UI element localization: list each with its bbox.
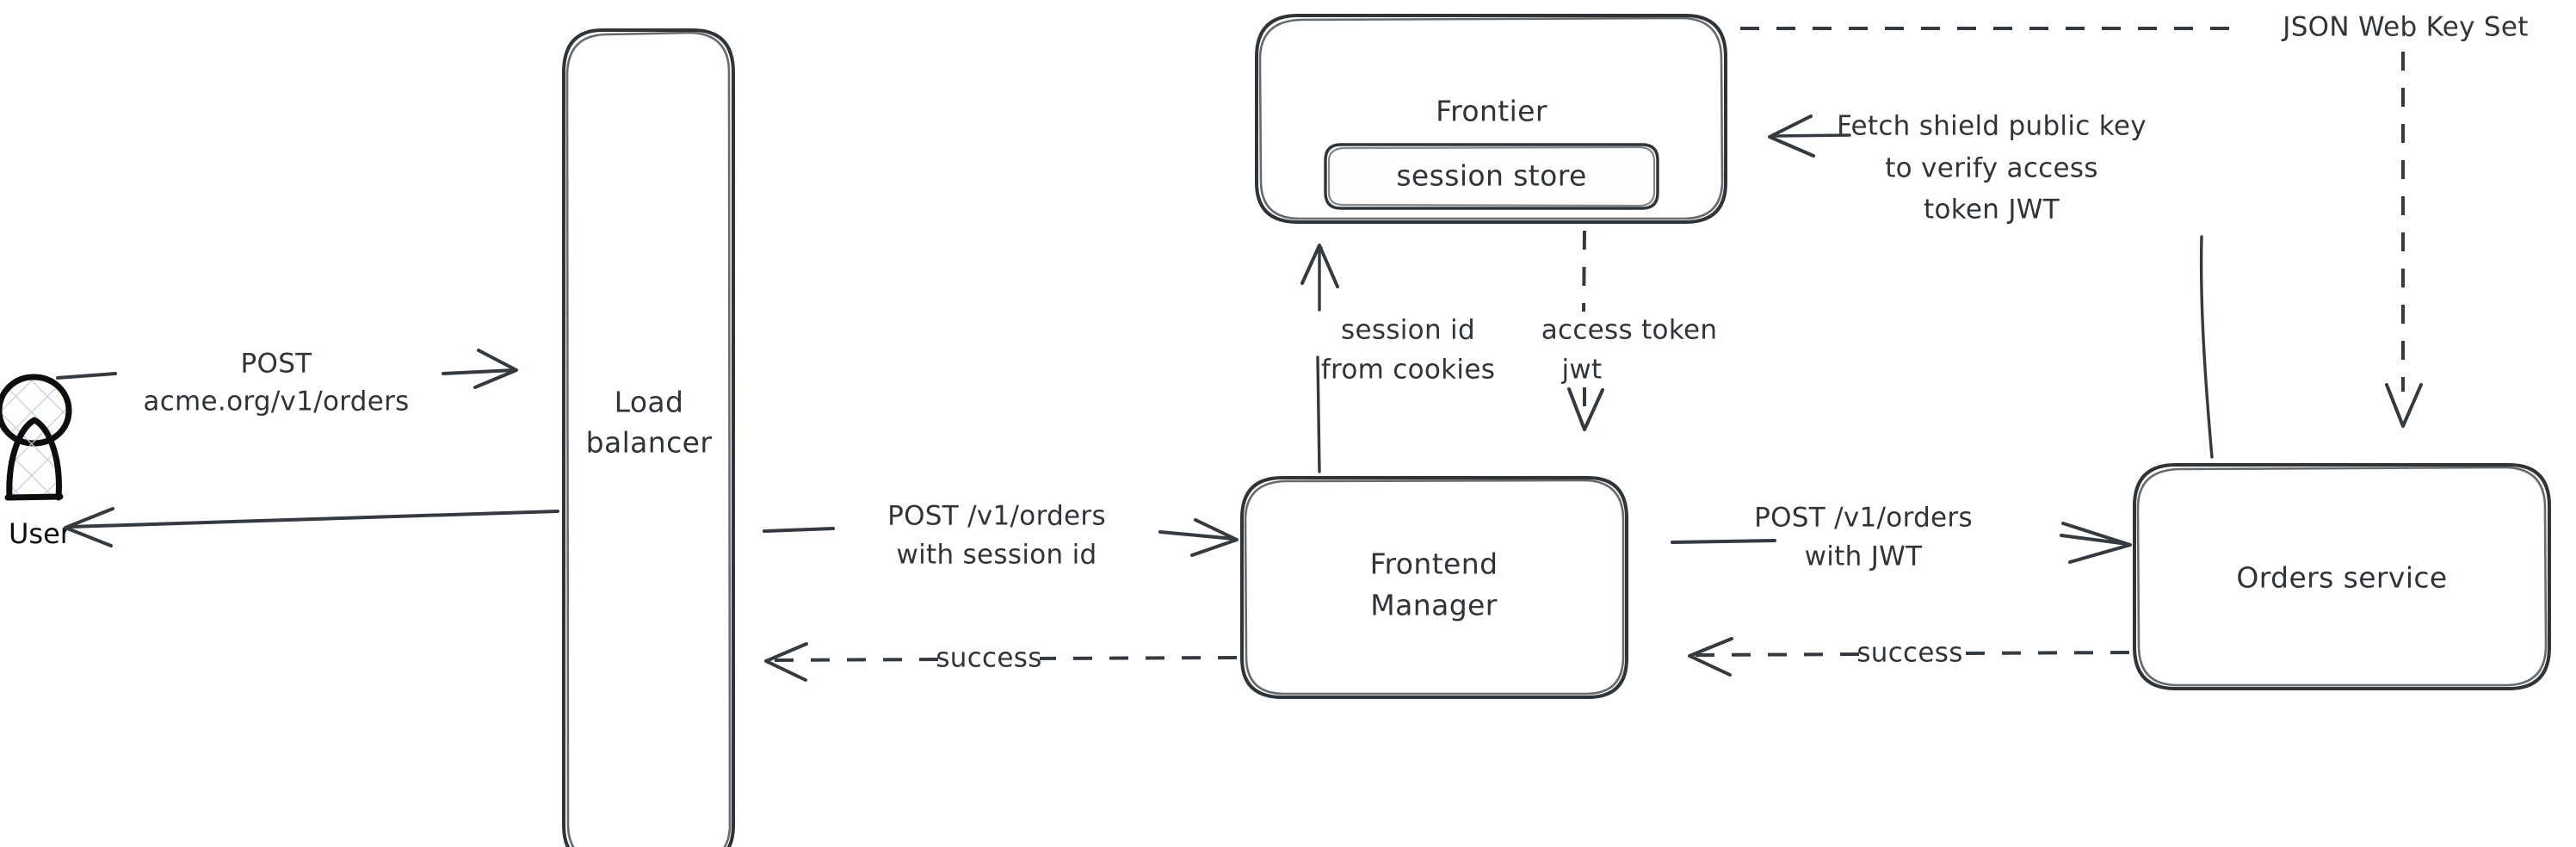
arrowhead-down xyxy=(1567,387,1604,431)
node-load-balancer-label-line2: balancer xyxy=(586,426,713,460)
edge-label-fetch-key-line3: token JWT xyxy=(1924,195,2060,226)
arrowhead-down xyxy=(2385,383,2423,428)
edge-label-with-session-id: with session id xyxy=(896,540,1096,571)
edge-load-balancer-to-frontend-manager: POST /v1/orders with session id xyxy=(763,501,1239,571)
arrowhead-up xyxy=(1300,244,1339,288)
edge-orders-service-to-frontier: Fetch shield public key to verify access… xyxy=(1768,111,2214,459)
arrowhead-left xyxy=(64,507,114,547)
edge-frontier-jwks-to-orders-service: JSON Web Key Set xyxy=(1740,12,2528,428)
edge-label-fetch-key-line1: Fetch shield public key xyxy=(1837,111,2147,142)
edge-label-url: acme.org/v1/orders xyxy=(143,386,409,417)
edge-load-balancer-to-user xyxy=(64,507,559,547)
arrowhead-left xyxy=(764,642,808,682)
node-session-store-label: session store xyxy=(1396,159,1586,193)
edge-label-from-cookies: from cookies xyxy=(1321,355,1495,386)
node-frontier-label: Frontier xyxy=(1436,95,1547,128)
edge-frontier-to-frontend-manager: access token jwt xyxy=(1541,230,1718,431)
edge-label-with-jwt: with JWT xyxy=(1805,541,1924,572)
edge-frontend-manager-to-load-balancer: success xyxy=(764,642,1238,682)
edge-label-post-orders-jwt: POST /v1/orders xyxy=(1754,503,1973,534)
arrowhead-left xyxy=(1768,114,1815,158)
arrowhead-right xyxy=(2061,522,2132,564)
edge-label-post-orders: POST /v1/orders xyxy=(887,501,1106,532)
node-frontend-manager-label-line1: Frontend xyxy=(1370,547,1498,581)
actor-user: User xyxy=(0,374,72,550)
node-session-store[interactable]: session store xyxy=(1324,143,1659,210)
edge-frontend-manager-to-orders-service: POST /v1/orders with JWT xyxy=(1671,503,2132,572)
node-frontend-manager-label-line2: Manager xyxy=(1370,589,1497,622)
node-orders-service[interactable]: Orders service xyxy=(2133,463,2551,690)
node-load-balancer[interactable]: Load balancer xyxy=(562,28,735,847)
edge-label-fetch-key-line2: to verify access xyxy=(1885,153,2098,184)
node-frontend-manager[interactable]: Frontend Manager xyxy=(1240,476,1628,699)
edge-label-jwt: jwt xyxy=(1560,355,1602,386)
edge-label-access-token: access token xyxy=(1541,315,1718,346)
edge-label-success-left: success xyxy=(936,643,1041,674)
edge-label-jwks: JSON Web Key Set xyxy=(2281,12,2528,43)
edge-label-success-right: success xyxy=(1856,638,1962,669)
node-load-balancer-label-line1: Load xyxy=(615,386,684,419)
person-body-icon xyxy=(6,417,62,501)
edge-orders-service-to-frontend-manager: success xyxy=(1688,637,2130,677)
edge-user-to-load-balancer: POST acme.org/v1/orders xyxy=(56,349,518,417)
arrowhead-left xyxy=(1688,637,1733,677)
arrowhead-right xyxy=(1190,518,1239,557)
edge-label-post: POST xyxy=(241,349,313,380)
actor-user-label: User xyxy=(9,517,72,550)
edge-frontend-manager-to-frontier: session id from cookies xyxy=(1300,244,1495,473)
node-frontier[interactable]: Frontier session store xyxy=(1255,14,1727,224)
node-orders-service-label: Orders service xyxy=(2236,561,2447,595)
person-base-line xyxy=(4,493,64,501)
edge-label-session-id: session id xyxy=(1341,315,1475,346)
arrowhead-right xyxy=(473,349,518,389)
